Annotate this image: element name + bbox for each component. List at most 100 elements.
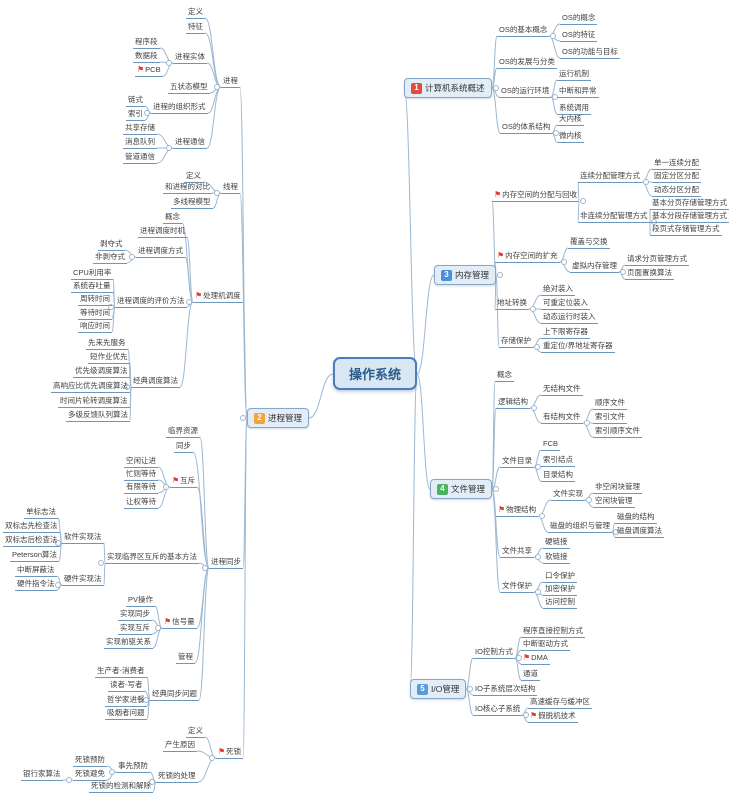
subtopic[interactable]: 生产者-消费者 bbox=[95, 666, 147, 678]
subtopic[interactable]: 双标志先检查法 bbox=[3, 521, 60, 533]
collapse-toggle-icon[interactable] bbox=[214, 84, 220, 90]
subtopic[interactable]: 索引结点 bbox=[541, 455, 575, 467]
subtopic[interactable]: IO控制方式 bbox=[473, 647, 515, 659]
collapse-toggle-icon[interactable] bbox=[143, 697, 149, 703]
subtopic[interactable]: 非剥夺式 bbox=[93, 252, 127, 264]
subtopic[interactable]: 事先预防 bbox=[116, 761, 150, 773]
subtopic[interactable]: 进程调度的评价方法 bbox=[115, 296, 187, 308]
collapse-toggle-icon[interactable] bbox=[493, 85, 499, 91]
subtopic[interactable]: OS的概念 bbox=[560, 13, 598, 25]
subtopic[interactable]: 中断驱动方式 bbox=[521, 639, 570, 651]
subtopic[interactable]: 五状态模型 bbox=[168, 82, 210, 94]
collapse-toggle-icon[interactable] bbox=[580, 198, 586, 204]
subtopic[interactable]: 固定分区分配 bbox=[652, 171, 701, 183]
subtopic[interactable]: 概念 bbox=[163, 212, 182, 224]
subtopic[interactable]: 大内核 bbox=[557, 114, 584, 126]
subtopic[interactable]: 页面置换算法 bbox=[625, 268, 674, 280]
subtopic[interactable]: 索引文件 bbox=[593, 412, 627, 424]
subtopic[interactable]: 死锁避免 bbox=[73, 769, 107, 781]
subtopic[interactable]: 可重定位装入 bbox=[541, 298, 590, 310]
collapse-toggle-icon[interactable] bbox=[535, 464, 541, 470]
collapse-toggle-icon[interactable] bbox=[553, 130, 559, 136]
subtopic[interactable]: 磁盘的组织与管理 bbox=[548, 521, 612, 533]
subtopic[interactable]: 目录结构 bbox=[541, 470, 575, 482]
subtopic[interactable]: 剥夺式 bbox=[98, 239, 125, 251]
subtopic[interactable]: ⚑DMA bbox=[521, 653, 550, 665]
subtopic[interactable]: 空闲块管理 bbox=[593, 496, 635, 508]
collapse-toggle-icon[interactable] bbox=[643, 179, 649, 185]
collapse-toggle-icon[interactable] bbox=[202, 565, 208, 571]
subtopic[interactable]: ⚑PCB bbox=[135, 65, 163, 77]
subtopic[interactable]: 高速缓存与缓冲区 bbox=[528, 697, 592, 709]
subtopic[interactable]: 多线程模型 bbox=[171, 197, 213, 209]
subtopic[interactable]: 概念 bbox=[495, 370, 514, 382]
subtopic[interactable]: 软链接 bbox=[543, 552, 570, 564]
subtopic[interactable]: 管道通信 bbox=[123, 152, 157, 164]
subtopic[interactable]: 动态分区分配 bbox=[652, 185, 701, 197]
collapse-toggle-icon[interactable] bbox=[55, 582, 61, 588]
subtopic[interactable]: 进程实体 bbox=[173, 52, 207, 64]
subtopic[interactable]: 访问控制 bbox=[543, 597, 577, 609]
subtopic[interactable]: 口令保护 bbox=[543, 571, 577, 583]
subtopic[interactable]: 加密保护 bbox=[543, 584, 577, 596]
subtopic[interactable]: 高响应比优先调度算法 bbox=[51, 381, 130, 393]
subtopic[interactable]: OS的运行环境 bbox=[499, 86, 552, 98]
subtopic[interactable]: OS的特征 bbox=[560, 30, 598, 42]
subtopic[interactable]: ⚑假脱机技术 bbox=[528, 711, 578, 723]
subtopic[interactable]: 索引顺序文件 bbox=[593, 426, 642, 438]
subtopic[interactable]: 覆盖与交换 bbox=[568, 237, 610, 249]
subtopic[interactable]: 重定位/界地址寄存器 bbox=[541, 341, 615, 353]
subtopic[interactable]: 哲学家进餐 bbox=[105, 695, 147, 707]
subtopic[interactable]: 进程的组织形式 bbox=[151, 102, 208, 114]
subtopic[interactable]: 文件目录 bbox=[500, 456, 534, 468]
subtopic[interactable]: 磁盘的结构 bbox=[615, 512, 657, 524]
collapse-toggle-icon[interactable] bbox=[144, 110, 150, 116]
collapse-toggle-icon[interactable] bbox=[534, 344, 540, 350]
collapse-toggle-icon[interactable] bbox=[55, 540, 61, 546]
subtopic[interactable]: OS的发展与分类 bbox=[497, 57, 557, 69]
collapse-toggle-icon[interactable] bbox=[535, 554, 541, 560]
subtopic[interactable]: FCB bbox=[541, 439, 560, 451]
subtopic[interactable]: 单标志法 bbox=[24, 507, 58, 519]
subtopic[interactable]: 链式 bbox=[126, 95, 145, 107]
collapse-toggle-icon[interactable] bbox=[586, 497, 592, 503]
collapse-toggle-icon[interactable] bbox=[109, 769, 115, 775]
subtopic[interactable]: 进程调度方式 bbox=[136, 246, 185, 258]
collapse-toggle-icon[interactable] bbox=[66, 777, 72, 783]
collapse-toggle-icon[interactable] bbox=[149, 779, 155, 785]
collapse-toggle-icon[interactable] bbox=[124, 384, 130, 390]
collapse-toggle-icon[interactable] bbox=[620, 269, 626, 275]
subtopic[interactable]: 定义 bbox=[186, 7, 205, 19]
subtopic[interactable]: 实现互斥 bbox=[118, 623, 152, 635]
subtopic[interactable]: 文件实现 bbox=[551, 489, 585, 501]
subtopic[interactable]: ⚑内存空间的分配与回收 bbox=[492, 190, 580, 202]
subtopic[interactable]: 经典调度算法 bbox=[131, 376, 180, 388]
subtopic[interactable]: 文件共享 bbox=[500, 546, 534, 558]
subtopic[interactable]: ⚑死锁 bbox=[216, 747, 244, 759]
subtopic[interactable]: 让权等待 bbox=[124, 497, 158, 509]
subtopic[interactable]: 虚拟内存管理 bbox=[570, 261, 619, 273]
subtopic[interactable]: 定义 bbox=[184, 171, 203, 183]
collapse-toggle-icon[interactable] bbox=[493, 486, 499, 492]
subtopic[interactable]: 短作业优先 bbox=[88, 352, 130, 364]
subtopic[interactable]: 段页式存储管理方式 bbox=[650, 224, 722, 236]
subtopic[interactable]: 实现同步 bbox=[118, 609, 152, 621]
subtopic[interactable]: 管程 bbox=[176, 652, 195, 664]
subtopic[interactable]: 特征 bbox=[186, 22, 205, 34]
subtopic[interactable]: 连续分配管理方式 bbox=[578, 171, 642, 183]
subtopic[interactable]: 死锁预防 bbox=[73, 755, 107, 767]
subtopic[interactable]: 硬件指令法 bbox=[15, 579, 57, 591]
subtopic[interactable]: 进程调度时机 bbox=[138, 226, 187, 238]
subtopic[interactable]: 中断和异常 bbox=[557, 86, 599, 98]
collapse-toggle-icon[interactable] bbox=[539, 513, 545, 519]
subtopic[interactable]: 上下限寄存器 bbox=[541, 327, 590, 339]
collapse-toggle-icon[interactable] bbox=[166, 60, 172, 66]
subtopic[interactable]: 周转时间 bbox=[78, 294, 112, 306]
subtopic[interactable]: 临界资源 bbox=[166, 426, 200, 438]
subtopic[interactable]: 逻辑结构 bbox=[496, 397, 530, 409]
subtopic[interactable]: 时间片轮转调度算法 bbox=[58, 396, 130, 408]
subtopic[interactable]: 响应时间 bbox=[78, 321, 112, 333]
collapse-toggle-icon[interactable] bbox=[516, 655, 522, 661]
